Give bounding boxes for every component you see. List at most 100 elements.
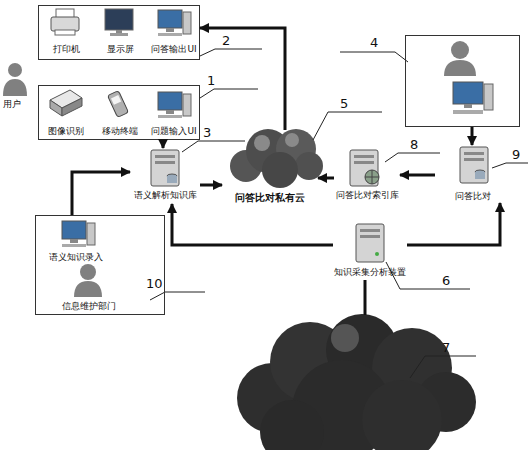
connector-arrow bbox=[364, 280, 367, 315]
server-slot bbox=[360, 235, 380, 238]
node-text: 问答比对私有云 bbox=[222, 192, 318, 204]
connector-arrow bbox=[162, 140, 165, 148]
computer-monitor bbox=[453, 82, 483, 104]
scanner-icon bbox=[50, 90, 82, 116]
cloud-puff bbox=[295, 152, 323, 180]
computer-tower bbox=[183, 94, 191, 116]
printer-body bbox=[51, 17, 79, 31]
callout-number: 5 bbox=[340, 96, 348, 111]
person-head bbox=[80, 264, 96, 280]
leader-line bbox=[340, 52, 408, 62]
node-text: 打印机 bbox=[39, 44, 93, 55]
callout-number: 10 bbox=[146, 276, 163, 291]
server-slot bbox=[354, 155, 374, 158]
computer-icon bbox=[158, 92, 191, 118]
display-base bbox=[110, 33, 128, 36]
computer-keyboard bbox=[158, 115, 182, 118]
leader-line bbox=[200, 49, 262, 56]
callout-number: 8 bbox=[410, 137, 418, 152]
computer-monitor bbox=[62, 221, 86, 239]
connector-arrow bbox=[400, 174, 435, 177]
callout-number: 2 bbox=[222, 33, 230, 48]
node-text: 语义解析知识库 bbox=[125, 190, 205, 201]
callout-number: 6 bbox=[442, 273, 450, 288]
leader-line bbox=[492, 163, 528, 168]
leader-line bbox=[200, 89, 258, 98]
actor-label: 用户 bbox=[3, 99, 21, 110]
computer-keyboard bbox=[62, 244, 86, 247]
database-symbol bbox=[475, 172, 485, 179]
callout-number: 3 bbox=[203, 125, 211, 140]
computer-monitor bbox=[158, 92, 182, 110]
leader-line bbox=[385, 153, 440, 162]
display-stand bbox=[116, 30, 122, 33]
node-text: 问答比对索引库 bbox=[330, 190, 404, 201]
operator-icon bbox=[444, 41, 493, 114]
person-body bbox=[3, 79, 27, 96]
node-text: 移动终端 bbox=[93, 126, 147, 137]
operator-box bbox=[405, 35, 520, 127]
user-icon bbox=[3, 63, 27, 96]
connector-arrow bbox=[72, 172, 130, 215]
connector-arrow bbox=[200, 184, 222, 187]
computer-stand bbox=[464, 104, 472, 108]
computer-monitor bbox=[158, 10, 182, 28]
server-slot bbox=[155, 161, 175, 164]
leader-line bbox=[150, 292, 205, 300]
computer-stand bbox=[70, 239, 78, 243]
callout-number: 7 bbox=[442, 340, 450, 355]
output-group-box: 打印机显示屏问答输出UI bbox=[38, 5, 200, 60]
callout-number: 4 bbox=[370, 35, 378, 50]
globe-symbol bbox=[365, 170, 379, 184]
maintenance-box: 语义知识录入信息维护部门 bbox=[35, 215, 165, 315]
server-slot bbox=[464, 158, 484, 161]
phone-screen bbox=[111, 95, 121, 105]
server-node: 语义解析知识库 bbox=[130, 148, 200, 204]
cloud-node bbox=[235, 315, 475, 450]
cloud-puff bbox=[262, 152, 298, 188]
input-group-box: 图像识别移动终端问题输入UI bbox=[38, 85, 200, 140]
person-body bbox=[444, 60, 476, 76]
server-tower bbox=[460, 147, 488, 183]
cloud-highlight bbox=[254, 135, 270, 151]
computer-keyboard bbox=[158, 33, 182, 36]
computer-tower bbox=[87, 223, 95, 245]
server-node: 问答比对索引库 bbox=[334, 148, 400, 203]
cloud-node: 问答比对私有云 bbox=[222, 130, 318, 205]
cloud-puff bbox=[260, 400, 324, 450]
callout-number: 1 bbox=[207, 73, 215, 88]
printer-tray bbox=[55, 30, 75, 35]
node-text: 问答输出UI bbox=[147, 44, 201, 55]
node-text: 知识采集分析装置 bbox=[325, 267, 415, 278]
server-slot bbox=[360, 229, 380, 232]
computer-stand bbox=[166, 28, 174, 32]
computer-keyboard bbox=[453, 110, 483, 114]
server-icon bbox=[356, 224, 384, 262]
person-body bbox=[74, 281, 102, 297]
server-tower bbox=[356, 224, 384, 262]
server-node: 知识采集分析装置 bbox=[333, 222, 407, 280]
server-slot bbox=[354, 161, 374, 164]
server-node: 问答比对 bbox=[435, 145, 510, 203]
cloud-puff bbox=[362, 380, 442, 450]
connector-arrow bbox=[318, 177, 334, 180]
server-slot bbox=[155, 155, 175, 158]
computer-stand bbox=[166, 110, 174, 114]
node-text: 信息维护部门 bbox=[49, 301, 129, 312]
display-screen bbox=[105, 9, 133, 30]
connector-arrow bbox=[200, 28, 285, 130]
computer-tower bbox=[484, 84, 493, 110]
mobile-icon bbox=[107, 91, 128, 118]
server-slot bbox=[464, 152, 484, 155]
server-tower bbox=[151, 150, 179, 186]
private-cloud bbox=[230, 129, 323, 188]
computer-icon bbox=[158, 10, 191, 36]
scanner-side bbox=[50, 100, 62, 116]
person-head bbox=[451, 41, 469, 59]
server-led bbox=[375, 252, 379, 256]
callout-number: 9 bbox=[512, 147, 520, 162]
leader-line bbox=[313, 112, 382, 140]
